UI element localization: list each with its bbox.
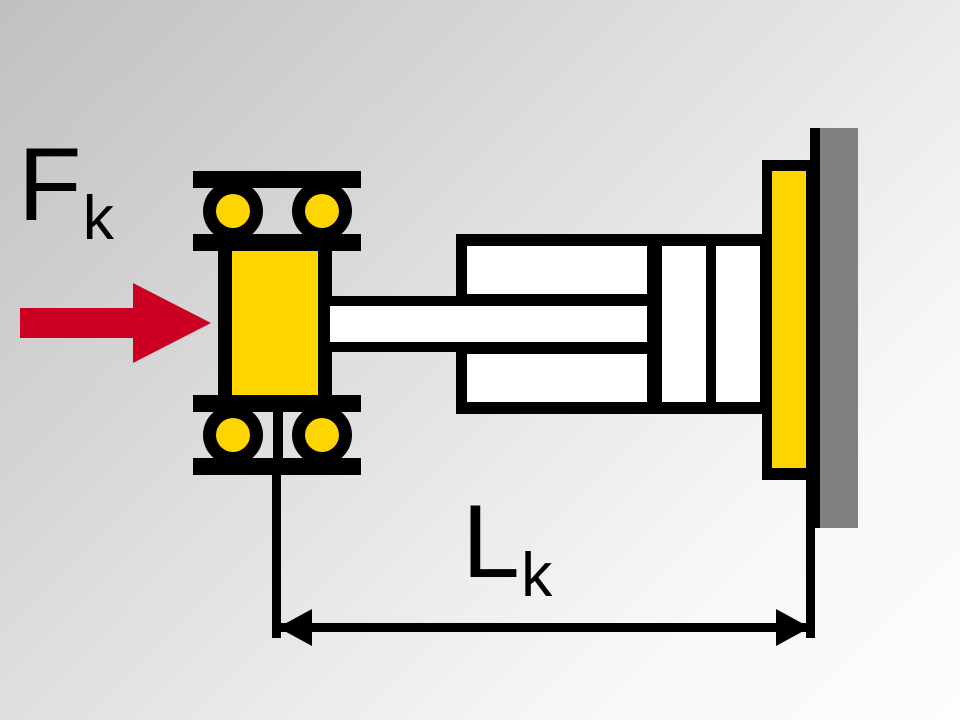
carriage-body <box>232 251 318 395</box>
carriage-left-post <box>218 249 232 397</box>
dimension-line-group <box>272 468 815 646</box>
cylinder-chamber-lower <box>467 354 647 402</box>
guide-carriage <box>193 171 361 475</box>
carriage-top-inner-rail <box>193 234 361 251</box>
force-subscript: k <box>82 183 114 253</box>
length-label: Lk <box>462 490 552 606</box>
roller-bottom-left <box>216 418 250 452</box>
force-symbol: F <box>18 127 82 243</box>
force-arrow <box>20 283 211 363</box>
roller-top-left <box>216 194 250 228</box>
piston-rod <box>330 296 465 352</box>
carriage-right-post <box>318 249 332 397</box>
mounting-flange-plate <box>772 171 806 468</box>
dimension-line-bar <box>280 623 808 632</box>
fixed-wall <box>810 128 858 528</box>
wall-body <box>820 128 858 528</box>
dimension-arrowhead-left <box>278 609 312 646</box>
length-symbol: L <box>462 484 520 600</box>
force-label: Fk <box>18 133 114 249</box>
cylinder-barrel <box>456 234 772 414</box>
cylinder-endcap-slot-2 <box>716 246 760 402</box>
wall-edge-line <box>810 128 820 528</box>
piston-rod-fill <box>330 306 465 342</box>
dimension-extension-right <box>806 468 815 638</box>
carriage-center-divider <box>273 405 283 470</box>
cylinder-chamber-middle <box>456 306 647 342</box>
cylinder-endcap-slot-1 <box>662 246 706 402</box>
dimension-arrowhead-right <box>776 609 810 646</box>
length-subscript: k <box>521 540 553 610</box>
mounting-flange <box>762 160 818 480</box>
roller-bottom-right <box>305 418 339 452</box>
dimension-extension-left <box>272 470 281 638</box>
roller-top-right <box>305 194 339 228</box>
carriage-bottom-outer-rail <box>193 458 361 475</box>
cylinder-chamber-upper <box>467 246 647 294</box>
force-arrow-shape <box>20 283 211 363</box>
